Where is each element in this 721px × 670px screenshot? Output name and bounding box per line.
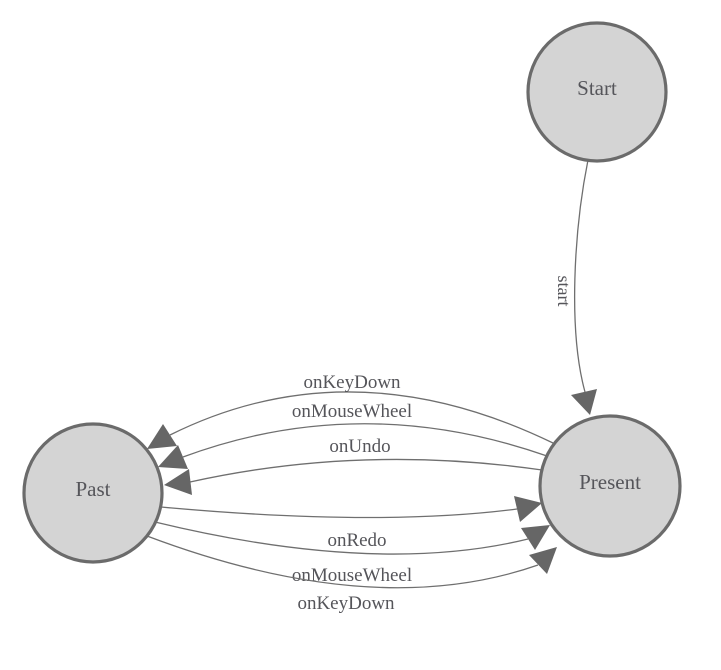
onmousewheel-to-past-arrowhead: [158, 445, 188, 469]
state-label-present: Present: [579, 470, 641, 494]
state-label-past: Past: [75, 477, 110, 501]
onkeydown-to-present-arrowhead: [529, 547, 557, 574]
edge-label-onmousewheel-bottom: onMouseWheel: [292, 565, 412, 586]
state-node-present: [538, 414, 682, 558]
edge-label-onkeydown-top: onKeyDown: [303, 372, 401, 393]
state-node-past: [22, 422, 164, 564]
transition-edge-onundo-to-past: [189, 458, 543, 483]
onmousewheel-to-present-arrowhead: [521, 525, 550, 550]
edge-label-onkeydown-bottom: onKeyDown: [297, 593, 395, 614]
start-to-present-arrowhead: [571, 389, 597, 415]
state-label-start: Start: [577, 76, 617, 100]
onundo-to-past-arrowhead: [164, 469, 192, 495]
state-node-start: [526, 21, 668, 163]
edge-label-onredo: onRedo: [327, 530, 386, 551]
edge-label-onmousewheel-top: onMouseWheel: [292, 401, 412, 422]
edge-label-start: start: [554, 276, 574, 307]
transition-edge-onkeydown-to-past: [169, 391, 554, 444]
transition-edge-onmousewheel-to-present: [154, 521, 529, 555]
onkeydown-to-past-arrowhead: [147, 424, 177, 449]
onredo-to-present-arrowhead: [514, 496, 542, 522]
transition-edge-onmousewheel-to-past: [182, 423, 548, 458]
transition-edge-onkeydown-to-present: [146, 535, 539, 589]
edge-label-onundo: onUndo: [329, 436, 390, 457]
transition-edge-onredo-to-present: [160, 506, 518, 519]
transition-edge-start: [573, 159, 589, 393]
